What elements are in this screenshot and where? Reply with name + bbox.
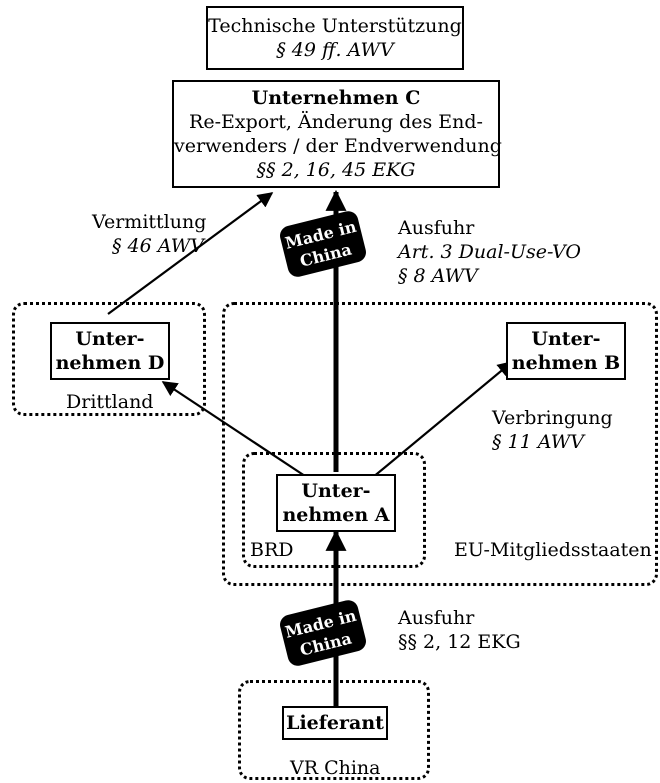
technical-support-ref: § 49 ff. AWV xyxy=(276,39,394,61)
region-label-eu: EU-Mitgliedsstaaten xyxy=(454,539,652,561)
flow-ausfuhr-eu-label: Ausfuhr xyxy=(398,217,475,239)
company-d-line2: nehmen D xyxy=(55,352,165,374)
company-c-line1: Re-Export, Änderung des End- xyxy=(189,111,483,133)
flow-ausfuhr-china-ref: §§ 2, 12 EKG xyxy=(398,631,521,653)
region-drittland xyxy=(12,302,206,416)
made-in-china-badge-upper: Made in China xyxy=(280,211,366,277)
flow-vermittlung-ref: § 46 AWV xyxy=(112,235,204,257)
region-label-china: VR China xyxy=(290,757,381,779)
region-label-brd: BRD xyxy=(250,539,294,561)
company-b-box: Unter- nehmen B xyxy=(506,322,626,380)
company-b-line1: Unter- xyxy=(531,328,601,350)
region-eu xyxy=(222,302,658,586)
flow-verbringung-label: Verbringung xyxy=(492,407,613,429)
flow-verbringung-ref: § 11 AWV xyxy=(492,431,584,453)
company-c-title: Unternehmen C xyxy=(251,87,421,109)
flow-ausfuhr-china-label: Ausfuhr xyxy=(398,607,475,629)
technical-support-box: Technische Unterstützung § 49 ff. AWV xyxy=(206,6,464,70)
arrow-d-to-c xyxy=(107,192,274,315)
company-d-box: Unter- nehmen D xyxy=(50,322,170,380)
flow-vermittlung-label: Vermittlung xyxy=(92,211,207,233)
supplier-title: Lieferant xyxy=(286,712,384,734)
supplier-box: Lieferant xyxy=(282,706,388,740)
region-label-drittland: Drittland xyxy=(66,391,154,413)
company-c-box: Unternehmen C Re-Export, Änderung des En… xyxy=(172,80,502,188)
company-a-line2: nehmen A xyxy=(282,504,390,526)
arrow-a-to-d xyxy=(161,381,309,479)
technical-support-title: Technische Unterstützung xyxy=(208,15,462,37)
company-a-box: Unter- nehmen A xyxy=(276,474,396,532)
company-c-line2: verwenders / der Endverwendung xyxy=(174,135,502,157)
company-b-line2: nehmen B xyxy=(511,352,621,374)
company-c-ref: §§ 2, 16, 45 EKG xyxy=(256,159,416,181)
company-d-line1: Unter- xyxy=(75,328,145,350)
made-in-china-badge-lower: Made in China xyxy=(280,600,366,666)
company-a-line1: Unter- xyxy=(301,480,371,502)
arrow-a-to-b xyxy=(371,361,514,479)
flow-ausfuhr-eu-ref2: § 8 AWV xyxy=(398,265,478,287)
flow-ausfuhr-eu-ref1: Art. 3 Dual-Use-VO xyxy=(398,241,581,263)
